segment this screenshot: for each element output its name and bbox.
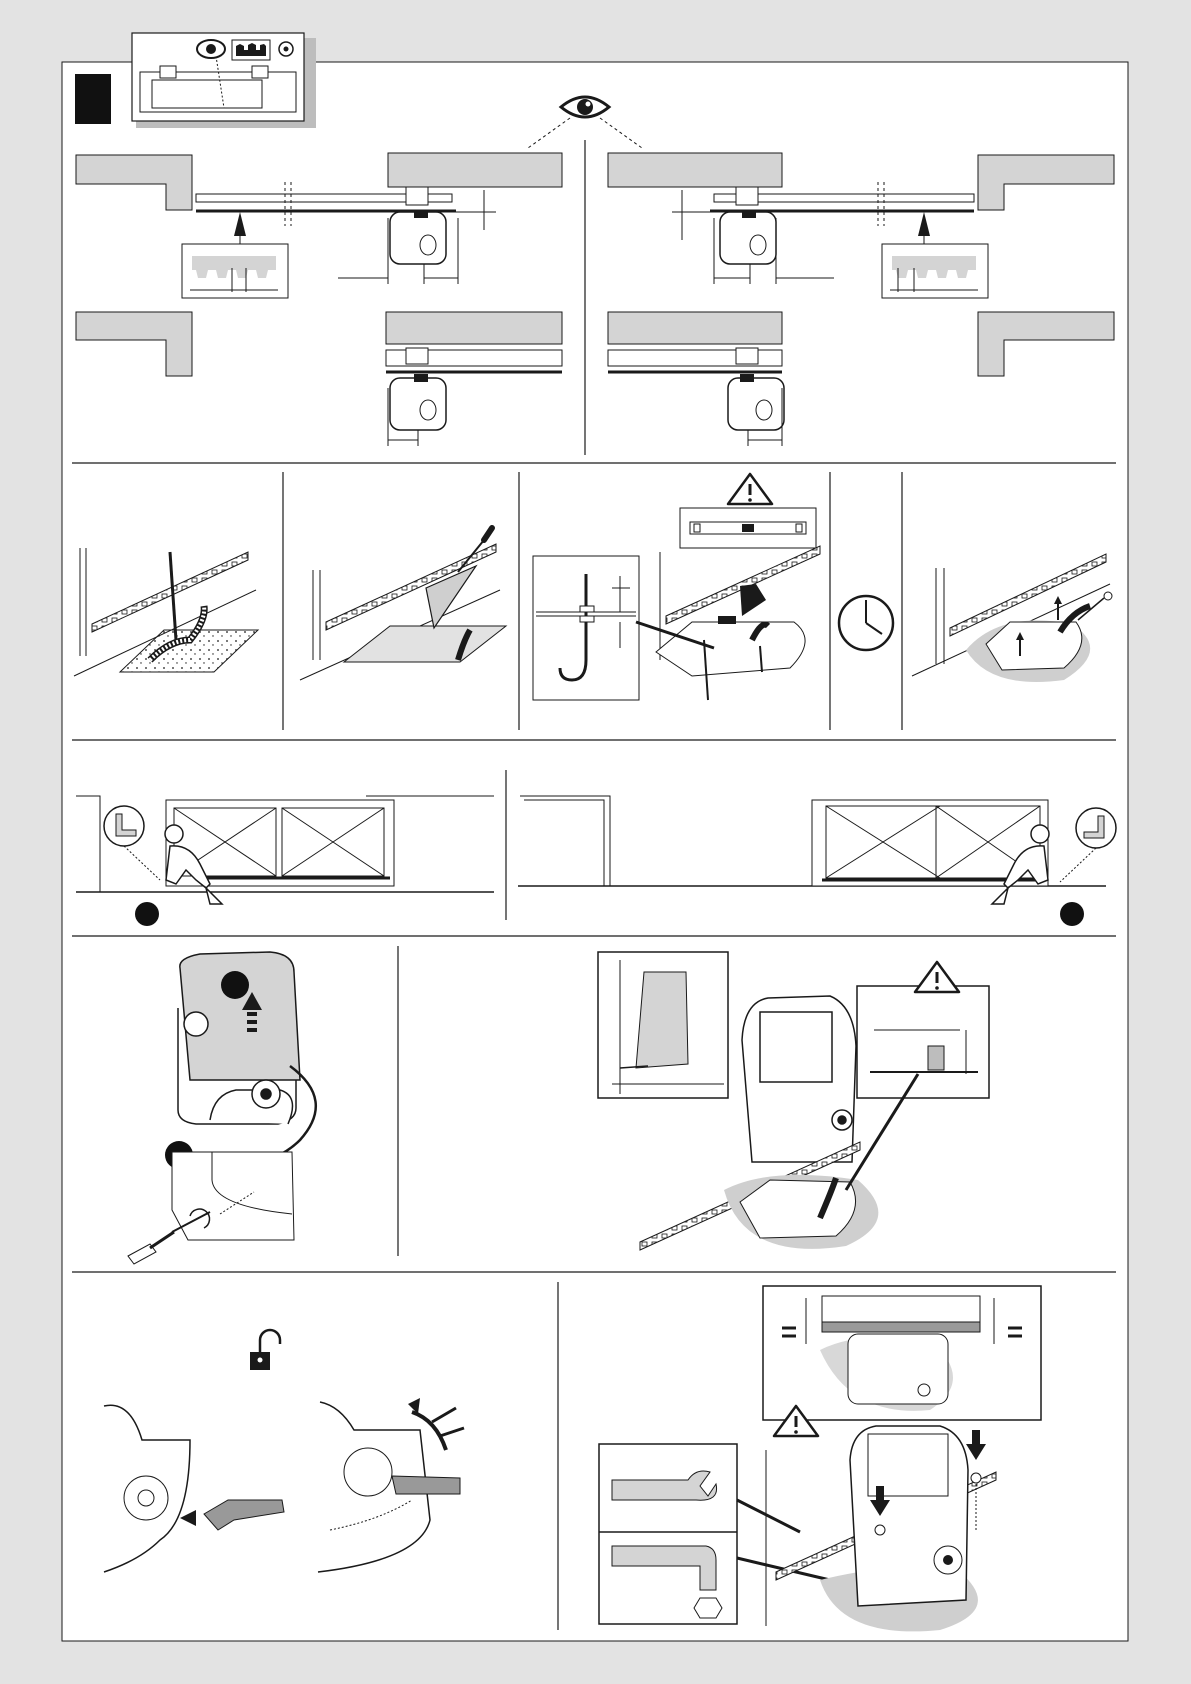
gear-rack-icon	[232, 40, 270, 60]
step-marker-a	[221, 971, 249, 999]
step-marker-a	[135, 902, 159, 926]
spirit-level-icon	[680, 508, 816, 548]
side-detail-box	[598, 952, 728, 1098]
inspection-eye-icon	[197, 40, 225, 58]
motor-unit	[742, 996, 856, 1162]
step-number-block	[75, 74, 111, 124]
step-marker-b	[1060, 902, 1084, 926]
inspection-callout	[132, 33, 316, 128]
alignment-detail-box	[763, 1286, 1041, 1420]
motor-icon	[279, 42, 293, 56]
screw-detail	[172, 1152, 294, 1240]
clock-icon	[839, 596, 893, 650]
